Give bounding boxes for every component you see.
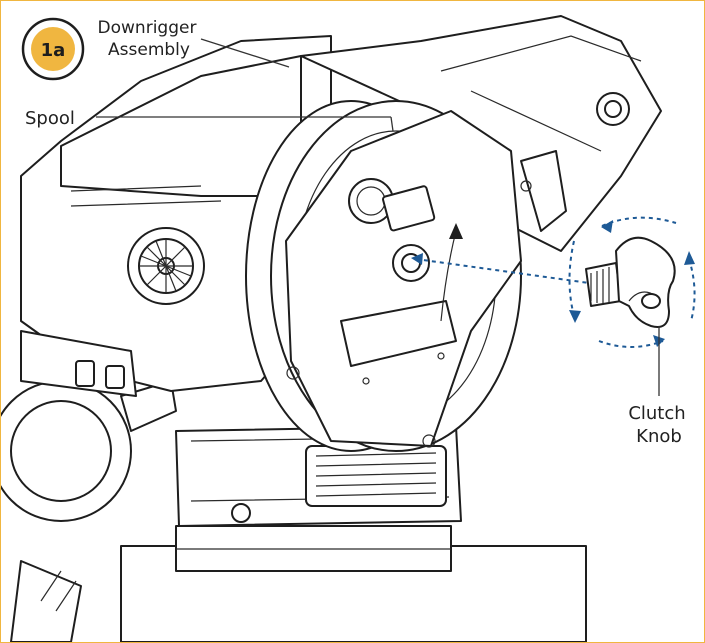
spool xyxy=(245,100,522,452)
step-badge: 1a xyxy=(21,17,85,81)
clutch-knob-label-line1: Clutch xyxy=(628,403,685,424)
downrigger-label-line1: Downrigger xyxy=(98,18,197,38)
downrigger-label-line2: Assembly xyxy=(108,40,190,60)
clutch-knob xyxy=(585,236,676,328)
leader-lines xyxy=(96,38,660,396)
spool-label: Spool xyxy=(25,108,75,129)
clutch-knob-label-line2: Knob xyxy=(636,426,682,447)
mounting-base xyxy=(120,525,587,642)
step-badge-label: 1a xyxy=(41,40,66,61)
